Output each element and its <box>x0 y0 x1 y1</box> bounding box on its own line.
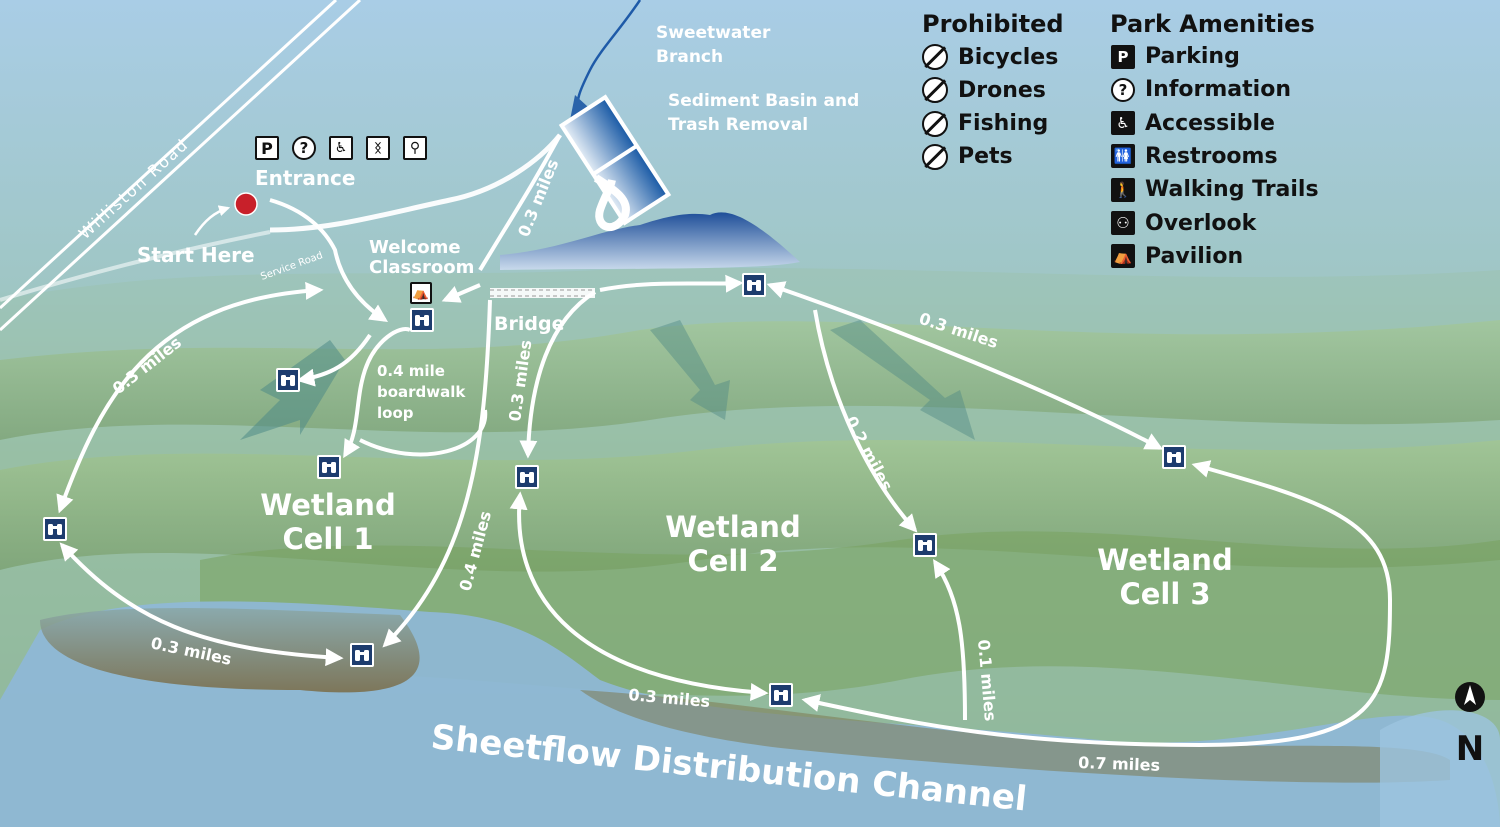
trail-entrance-to-overlook <box>269 198 388 322</box>
overlook-icon <box>515 465 539 489</box>
channel-east <box>1380 710 1500 827</box>
accessible-icon: ♿ <box>329 136 353 160</box>
boardwalk-spur-1 <box>296 333 372 387</box>
legend-label: Parking <box>1145 44 1240 69</box>
overlook-icon <box>317 455 341 479</box>
amenities-title: Park Amenities <box>1110 10 1315 38</box>
bridge-deck <box>490 288 595 298</box>
legend-label: Walking Trails <box>1145 177 1319 203</box>
prohibited-fishing: Fishing <box>922 110 1049 137</box>
amenity-restrooms: 🚻 Restrooms <box>1111 144 1278 169</box>
information-icon: ? <box>292 136 316 160</box>
prohibited-drones: Drones <box>922 77 1046 104</box>
information-icon: ? <box>1111 77 1135 102</box>
legend-label: Drones <box>958 77 1046 103</box>
trail-cell2-south <box>509 491 769 701</box>
legend-label: Bicycles <box>958 44 1059 70</box>
service-road-west <box>0 230 271 302</box>
williston-road-edge-2 <box>0 0 338 310</box>
north-label: N <box>1456 729 1484 769</box>
restrooms-icon: ᛝ <box>366 136 390 160</box>
legend-label: Fishing <box>958 111 1049 137</box>
legend-label: Pavilion <box>1145 243 1244 269</box>
bicycle-icon <box>922 44 948 70</box>
amenity-accessible: ♿ Accessible <box>1111 111 1275 136</box>
trail-bridge-to-classroom <box>441 283 481 303</box>
prohibited-bicycles: Bicycles <box>922 44 1058 70</box>
fishing-icon <box>922 110 948 137</box>
sediment-hill <box>500 212 800 270</box>
overlook-icon <box>276 368 300 392</box>
overlook-icon <box>350 643 374 667</box>
overlook-icon <box>1162 445 1186 469</box>
prohibited-title: Prohibited <box>922 10 1064 38</box>
walking-trails-icon: ⚲ <box>403 136 427 160</box>
entrance-amenities: P ? ♿ ᛝ ⚲ <box>255 136 427 160</box>
legend-label: Overlook <box>1145 210 1257 236</box>
legend-label: Restrooms <box>1145 143 1278 169</box>
legend-label: Information <box>1145 77 1291 103</box>
trails <box>56 134 1393 748</box>
accessible-icon: ♿ <box>1111 111 1135 136</box>
overlook-icon <box>742 273 766 297</box>
pavilion-icon: ⛺ <box>410 282 432 304</box>
legend-label: Pets <box>958 144 1013 170</box>
amenity-pavilion: ⛺ Pavilion <box>1111 244 1243 269</box>
trail-bridge-to-overlook <box>599 274 744 293</box>
start-marker <box>234 192 258 216</box>
trail-to-basin <box>478 134 562 272</box>
overlook-icon <box>913 533 937 557</box>
pavilion-icon: ⛺ <box>1111 244 1135 269</box>
channel-bank <box>580 690 1450 783</box>
amenity-overlook: ⚇ Overlook <box>1111 211 1256 236</box>
restrooms-icon: 🚻 <box>1111 144 1135 169</box>
trail-cell3-south <box>801 460 1393 748</box>
trail-cell2-west <box>519 290 597 459</box>
overlook-icon <box>769 683 793 707</box>
distance-cell3-south: 0.7 miles <box>1078 753 1161 775</box>
trail-cell1-east <box>382 299 492 648</box>
trail-cell3-north <box>766 281 1164 450</box>
bridge-label: Bridge <box>494 313 564 335</box>
trail-cell1-south <box>59 542 344 667</box>
trail-cell1-west <box>56 281 324 514</box>
amenity-walking-trails: 🚶 Walking Trails <box>1111 177 1319 202</box>
overlook-icon <box>43 517 67 541</box>
williston-road-edge-1 <box>0 0 362 332</box>
parking-icon: P <box>1111 44 1135 69</box>
pet-icon <box>922 143 948 170</box>
sediment-basins <box>558 94 672 226</box>
boardwalk-spur-2 <box>343 327 411 459</box>
overlook-icon <box>410 308 434 332</box>
north-arrow <box>1455 682 1485 712</box>
amenity-information: ? Information <box>1111 77 1291 102</box>
overlook-icon: ⚇ <box>1111 211 1135 235</box>
walking-trails-icon: 🚶 <box>1111 177 1135 202</box>
flow-arrow-2 <box>650 320 730 420</box>
start-here-label: Start Here <box>137 243 255 267</box>
drone-icon <box>922 77 948 104</box>
entrance-label: Entrance <box>255 166 355 190</box>
basin-access-road <box>593 174 630 231</box>
start-arrow <box>193 205 231 236</box>
boardwalk-loop <box>359 409 488 457</box>
amenity-parking: P Parking <box>1111 44 1240 69</box>
legend-label: Accessible <box>1145 110 1275 136</box>
prohibited-pets: Pets <box>922 143 1013 170</box>
parking-icon: P <box>255 136 279 160</box>
